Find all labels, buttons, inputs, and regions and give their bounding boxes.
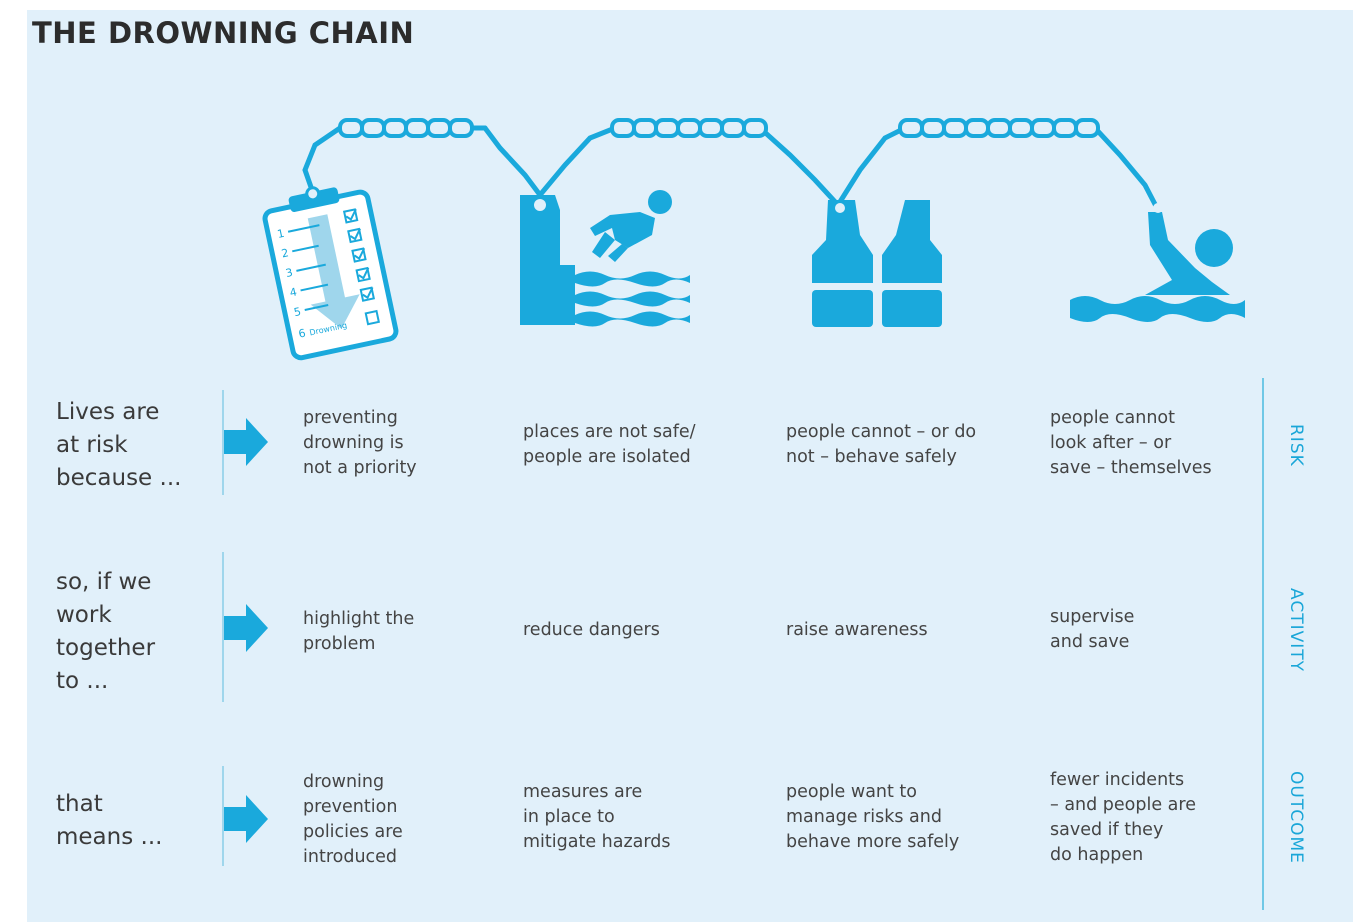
outcome-cell: fewer incidents – and people are saved i… [1050,770,1196,865]
clipboard-item-number: 5 [293,305,303,319]
activity-cell: raise awareness [786,620,928,640]
risk-cell: people cannot – or do not – behave safel… [786,422,977,467]
clipboard-item-number: 2 [280,246,290,260]
swimmer-icon [1070,203,1245,322]
row-divider [222,766,224,866]
outcome-cell: drowning prevention policies are introdu… [303,772,403,867]
activity-cell: highlight the problem [303,609,415,654]
risk-cell: places are not safe/ people are isolated [523,422,696,467]
row-label-outcome: that means ... [56,791,163,850]
arrow-right-icon [224,604,268,652]
clipboard-checklist-icon: 1 2 3 4 5 6 Drowning [262,186,399,361]
clipboard-item-number: 1 [276,227,286,241]
side-label-activity: ACTIVITY [1286,587,1306,672]
outcome-cell: people want to manage risks and behave m… [786,782,960,852]
arrow-right-icon [224,795,268,843]
drowning-chain-illustration: 1 2 3 4 5 6 Drowning [262,118,1245,361]
arrow-right-icon [224,418,268,466]
clipboard-item-number: 6 [297,327,307,341]
page-title: THE DROWNING CHAIN [32,16,415,50]
risk-cell: preventing drowning is not a priority [303,408,417,478]
row-divider [222,552,224,702]
activity-cell: reduce dangers [523,620,660,640]
clipboard-item-number: 4 [289,285,299,299]
person-falling-into-water-icon [520,190,690,327]
row-divider [222,390,224,495]
side-divider [1262,378,1264,910]
chain-icon [302,125,1161,213]
row-label-risk: Lives are at risk because ... [56,399,182,491]
clipboard-item-number: 3 [284,266,294,280]
side-label-risk: RISK [1286,423,1306,467]
outcome-cell: measures are in place to mitigate hazard… [523,782,671,852]
risk-cell: people cannot look after – or save – the… [1050,408,1212,478]
row-label-activity: so, if we work together to ... [56,569,156,694]
activity-cell: supervise and save [1050,607,1135,652]
life-jacket-icon [812,200,942,327]
side-label-outcome: OUTCOME [1286,770,1306,864]
background-panel [27,10,1353,922]
